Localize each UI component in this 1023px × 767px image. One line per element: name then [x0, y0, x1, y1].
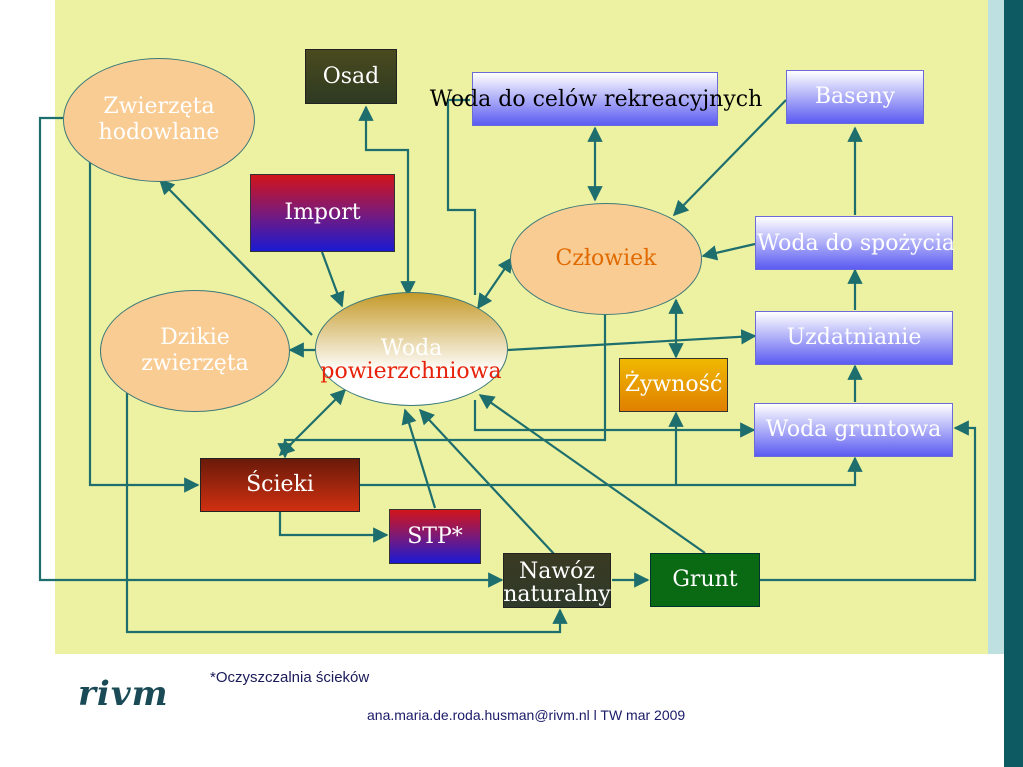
node-nawoz-naturalny-label: Nawóz naturalny [495, 551, 619, 615]
woda-rekreacyjna-text: Woda do celów rekreacyjnych [429, 87, 763, 113]
arrow-stp-woda [401, 408, 437, 509]
node-woda-do-spozycia [755, 216, 953, 270]
arrow-import-woda [320, 251, 345, 308]
arrow-grunt-gruntowa [760, 420, 977, 582]
hodowlane-line2: hodowlane [98, 120, 220, 145]
node-nawoz-naturalny [503, 553, 611, 608]
arrow-woda-hodowlane [158, 178, 313, 336]
arrow-baseny-czlowiek [672, 99, 787, 217]
side-bar-gap [978, 654, 1004, 767]
node-import-label: Import [284, 200, 361, 226]
woda-do-spozycia-text: Woda do spożycia [757, 231, 955, 257]
arrow-spozycie-czlowiek [701, 242, 756, 261]
nawoz-line1: Nawóz [518, 558, 596, 584]
arrow-scieki-stp [278, 512, 389, 543]
node-stp: STP* [389, 509, 481, 564]
node-czlowiek-label: Człowiek [555, 245, 657, 271]
node-baseny: Baseny [786, 70, 924, 124]
node-baseny-label: Baseny [814, 84, 896, 110]
node-woda-gruntowa: Woda gruntowa [754, 403, 953, 457]
arrow-woda-gruntowa [473, 400, 756, 438]
node-import: Import [250, 174, 395, 252]
rivm-logo-text: rivm [78, 674, 169, 714]
node-zywnosc: Żywność [619, 358, 728, 412]
node-uzdatnianie-label: Uzdatnianie [786, 325, 922, 351]
side-bar-dark [1004, 0, 1023, 767]
arrow-woda-uzdatnianie [507, 329, 757, 352]
arrow-woda-scieki [278, 388, 347, 457]
node-osad: Osad [305, 49, 397, 104]
footer-credit: ana.maria.de.roda.husman@rivm.nl l TW ma… [367, 707, 686, 723]
powierzchniowa-line1: Woda [380, 335, 443, 361]
node-osad-label: Osad [322, 63, 380, 89]
dzikie-line2: zwierzęta [141, 351, 249, 376]
node-woda-rekreacyjna-label: Woda do celów rekreacyjnych [425, 86, 767, 114]
node-woda-rekreacyjna [472, 72, 718, 126]
node-woda-powierzchniowa-label2: powierzchniowa [300, 358, 522, 386]
dzikie-line1: Dzikie [160, 324, 230, 350]
node-scieki: Ścieki [200, 458, 360, 512]
arrow-hodowlane-scieki [88, 162, 200, 493]
arrow-grunt-woda [478, 394, 706, 554]
nawoz-line2: naturalny [503, 582, 611, 607]
node-dzikie-zwierzeta: Dzikie zwierzęta [100, 290, 290, 412]
side-bar-light [988, 0, 1004, 654]
powierzchniowa-line2: powierzchniowa [320, 359, 502, 385]
node-scieki-label: Ścieki [246, 472, 314, 498]
node-zwierzeta-hodowlane: Zwierzęta hodowlane [63, 58, 255, 182]
node-woda-do-spozycia-label: Woda do spożycia [745, 230, 967, 258]
arrow-woda-czlowiek [477, 256, 513, 310]
arrow-rekreacja-woda [446, 98, 477, 295]
node-grunt-label: Grunt [672, 567, 738, 593]
arrow-woda-osad [358, 105, 416, 297]
arrow-scieki-gruntowa [360, 456, 863, 487]
node-uzdatnianie: Uzdatnianie [755, 311, 953, 365]
node-woda-gruntowa-label: Woda gruntowa [765, 417, 942, 443]
footer-note: *Oczyszczalnia ścieków [210, 669, 370, 686]
rivm-logo: rivm [78, 674, 169, 714]
arrow-dzikie-nawoz [125, 385, 568, 634]
node-stp-label: STP* [407, 523, 463, 549]
hodowlane-line1: Zwierzęta [103, 93, 215, 119]
node-zywnosc-label: Żywność [624, 372, 723, 398]
node-grunt: Grunt [650, 553, 760, 607]
node-czlowiek: Człowiek [510, 203, 702, 315]
arrow-nawoz-woda [418, 408, 556, 556]
node-woda-powierzchniowa: Woda [315, 292, 508, 406]
arrow-hodowlane-nawoz [38, 116, 504, 588]
